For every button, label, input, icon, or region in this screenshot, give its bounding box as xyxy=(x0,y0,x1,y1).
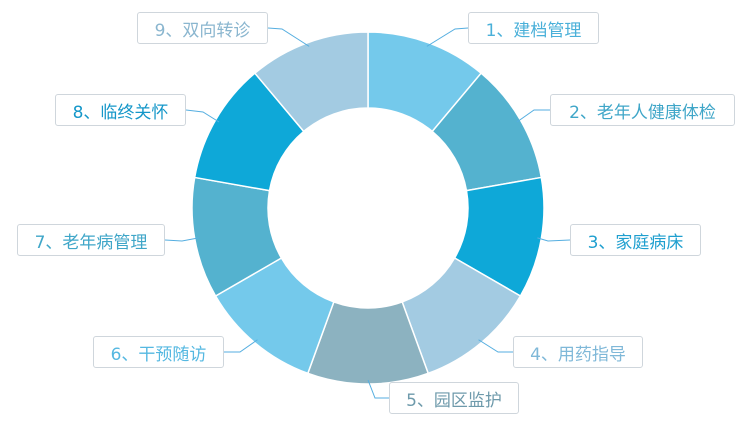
leader-line-2 xyxy=(516,109,550,123)
leader-line-4 xyxy=(478,339,513,353)
donut-segment-9 xyxy=(253,31,369,133)
leader-line-5 xyxy=(367,379,389,399)
segment-label-9: 9、双向转诊 xyxy=(137,12,268,44)
segment-label-1: 1、建档管理 xyxy=(468,12,599,44)
segment-label-4: 4、用药指导 xyxy=(513,336,643,368)
leader-line-1 xyxy=(426,27,469,47)
leader-line-6 xyxy=(224,339,258,353)
leader-line-8 xyxy=(185,109,220,123)
segment-label-3: 3、家庭病床 xyxy=(570,224,701,256)
leader-line-3 xyxy=(537,237,571,242)
segment-label-8: 8、临终关怀 xyxy=(55,94,186,126)
segment-label-6: 6、干预随访 xyxy=(93,336,224,368)
segment-label-2: 2、老年人健康体检 xyxy=(550,94,735,126)
segment-label-5: 5、园区监护 xyxy=(389,382,519,414)
segment-label-7: 7、老年病管理 xyxy=(17,224,165,256)
leader-line-7 xyxy=(164,237,199,242)
leader-line-9 xyxy=(267,27,310,47)
